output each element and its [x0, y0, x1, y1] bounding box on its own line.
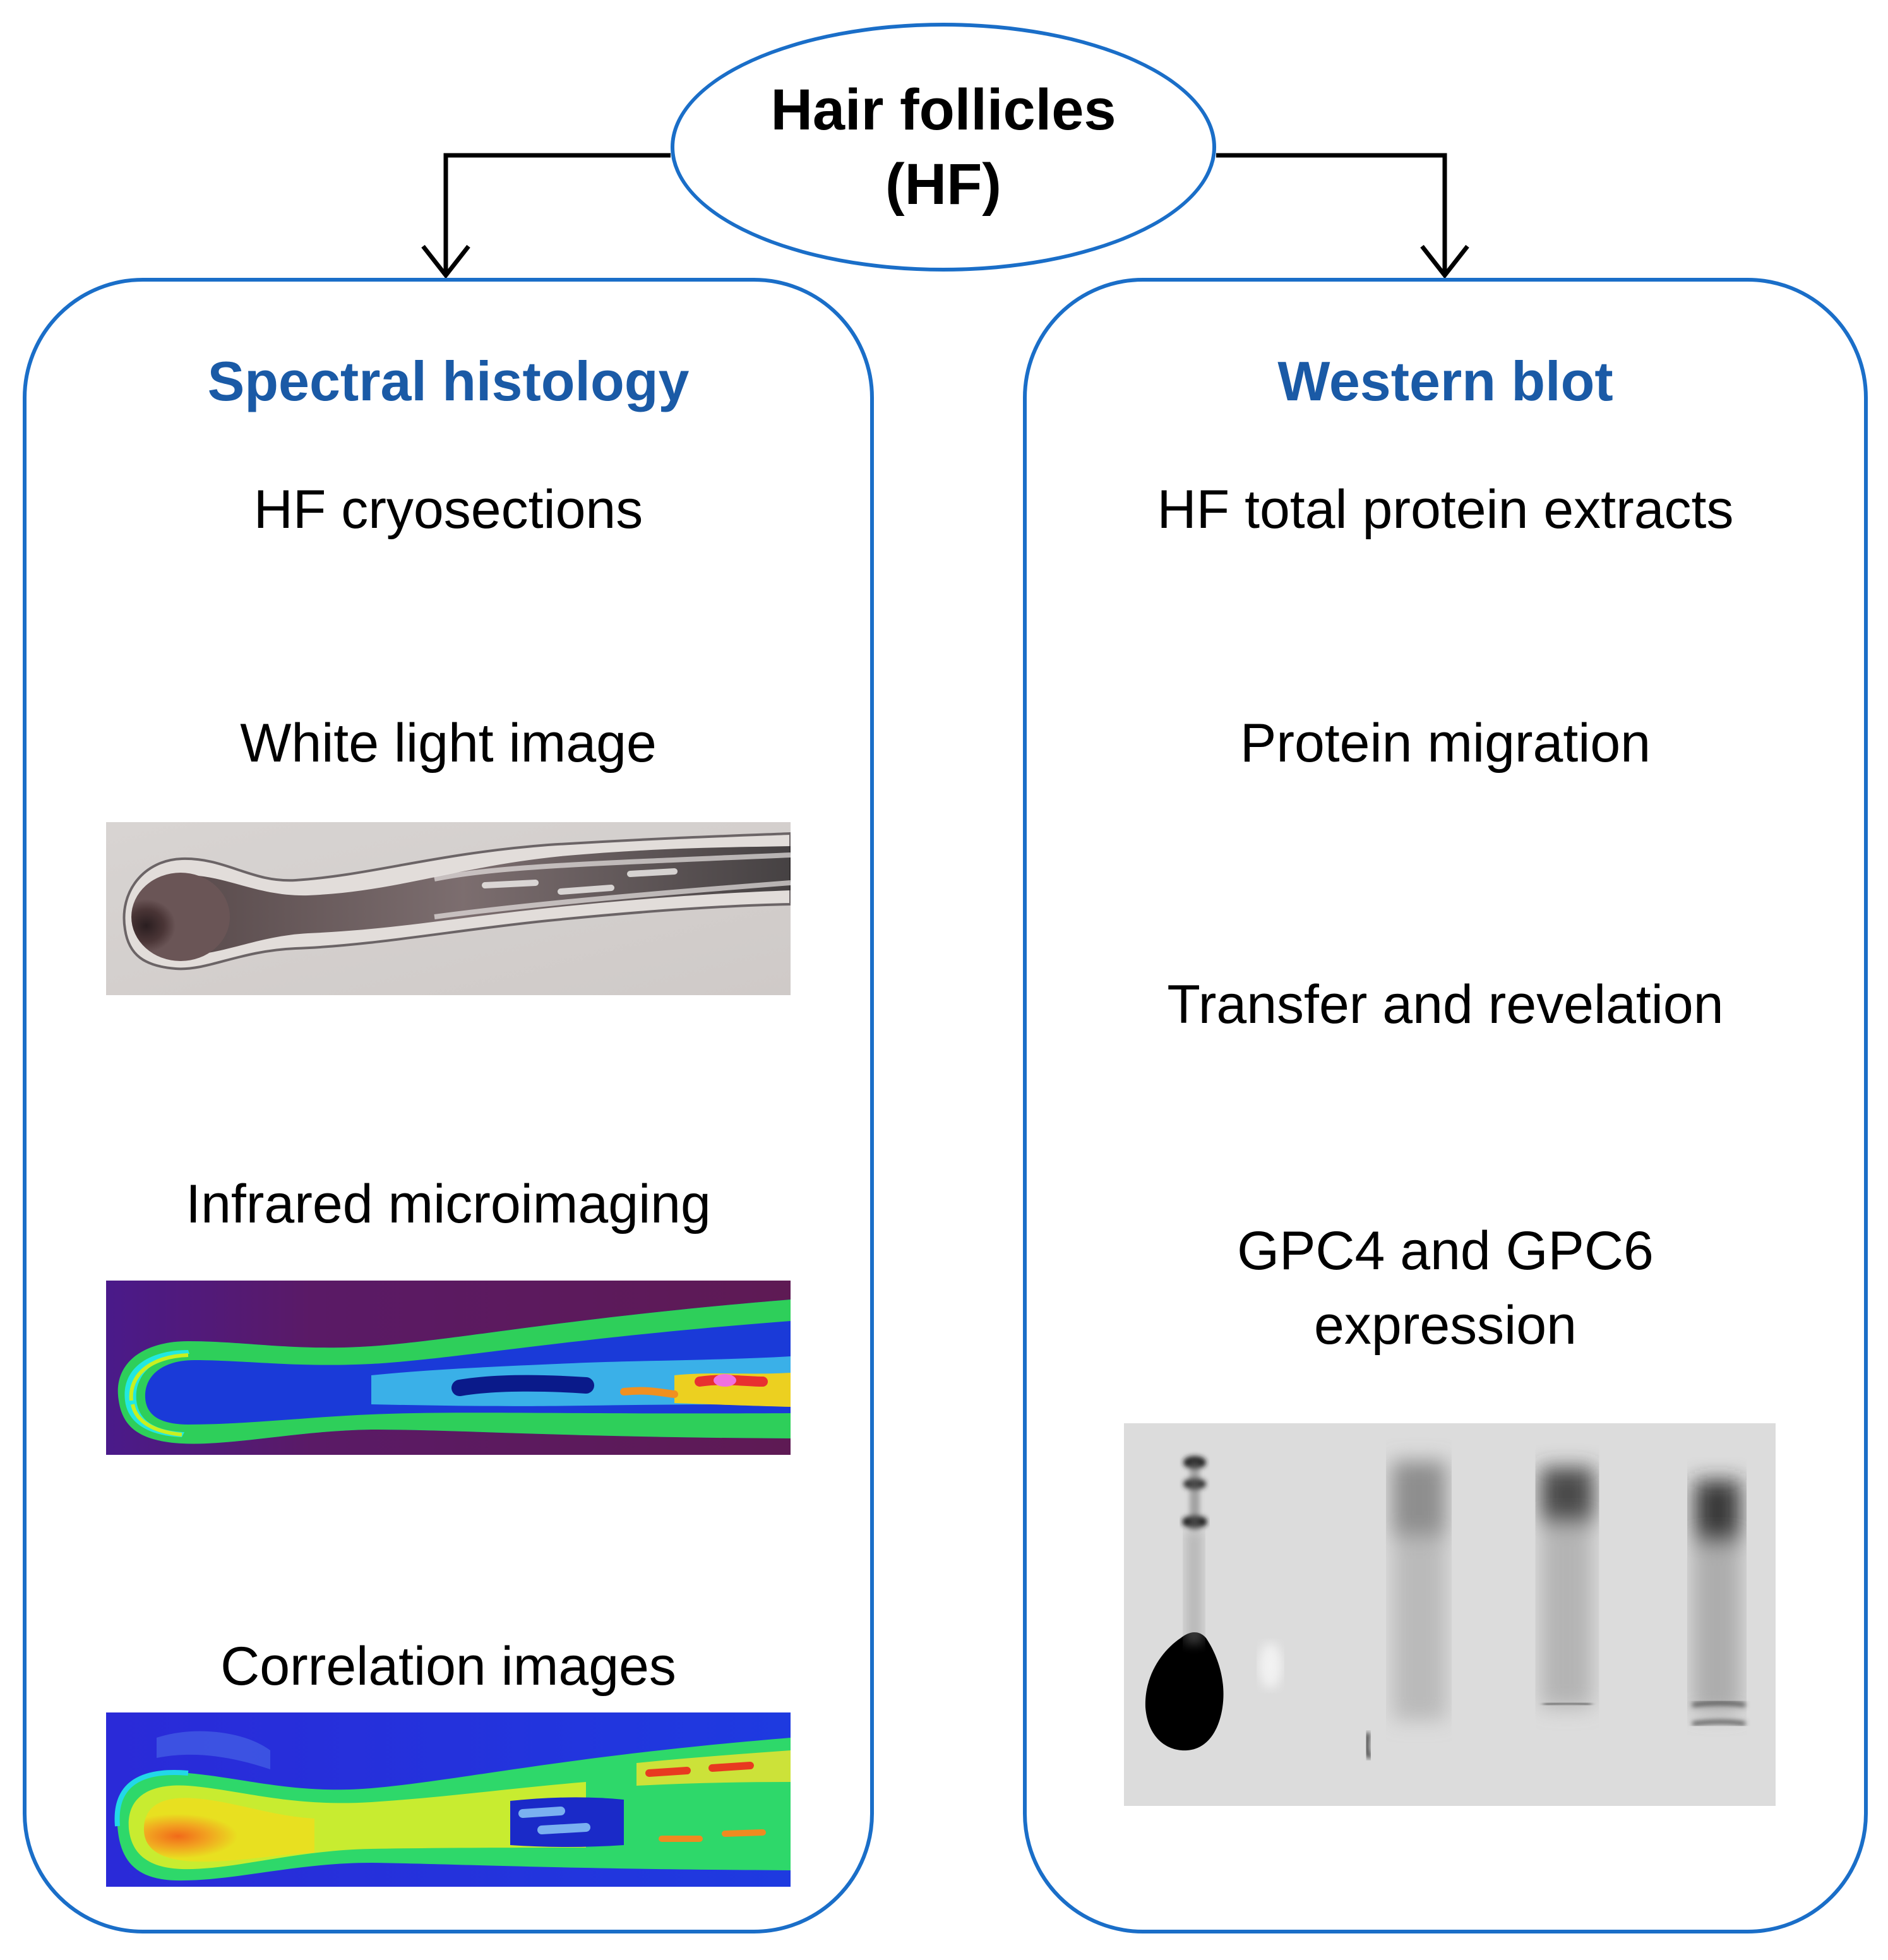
step-transfer-and-revelation: Transfer and revelation	[1167, 974, 1724, 1035]
western-blot-image	[1124, 1423, 1776, 1806]
arrow-root-to-left	[443, 153, 671, 275]
panel-title-western-blot: Western blot	[1277, 350, 1613, 412]
arrow-root-to-right-head	[1420, 244, 1469, 279]
root-node-hair-follicles: Hair follicles (HF)	[671, 23, 1216, 272]
step-white-light-image: White light image	[240, 713, 657, 774]
step-hf-cryosections: HF cryosections	[253, 479, 643, 540]
panel-spectral-histology: Spectral histology HF cryosections White…	[23, 278, 874, 1933]
root-title: Hair follicles (HF)	[770, 78, 1116, 217]
arrow-root-to-right	[1216, 153, 1447, 275]
arrow-root-to-left-head	[421, 244, 470, 279]
white-light-image	[106, 822, 791, 995]
step-hf-total-protein-extracts: HF total protein extracts	[1157, 479, 1734, 540]
correlation-image	[106, 1712, 791, 1887]
panel-title-spectral-histology: Spectral histology	[207, 350, 690, 412]
step-gpc4-gpc6-expression: GPC4 and GPC6 expression	[1237, 1221, 1654, 1356]
panel-western-blot: Western blot HF total protein extracts P…	[1023, 278, 1868, 1933]
infrared-image	[106, 1281, 791, 1455]
step-infrared-microimaging: Infrared microimaging	[186, 1174, 711, 1234]
step-protein-migration: Protein migration	[1240, 713, 1651, 774]
step-correlation-images: Correlation images	[220, 1636, 676, 1697]
